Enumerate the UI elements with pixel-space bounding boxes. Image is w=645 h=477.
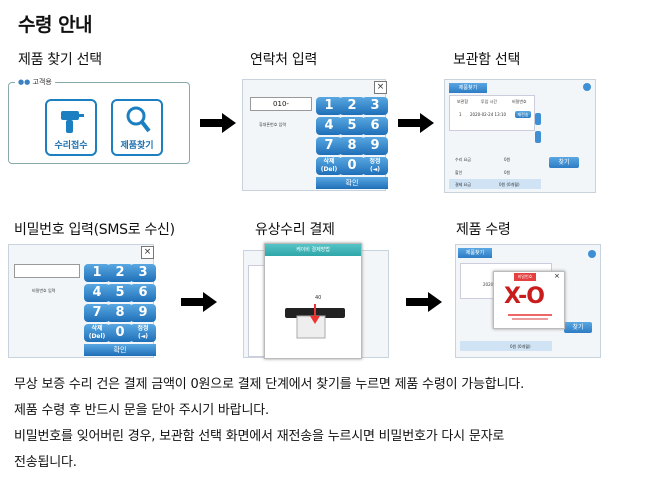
- info-line: 비밀번호를 잊어버린 경우, 보관함 선택 화면에서 재전송을 누르시면 비밀번…: [14, 429, 505, 444]
- search-icon: [126, 106, 151, 133]
- step-label-find-product: 제품 찾기 선택: [18, 52, 102, 68]
- payment-dialog-header: 케이비 결제방법: [265, 244, 361, 256]
- users-icon: ●●: [18, 78, 31, 86]
- door-status-text: X-O: [504, 284, 545, 309]
- key-2[interactable]: 2: [107, 264, 133, 282]
- column-header: 보관함: [457, 99, 469, 104]
- clear-key[interactable]: 정정 (◄): [130, 324, 156, 342]
- key-9[interactable]: 9: [362, 137, 388, 155]
- field-value: 0원: [504, 170, 511, 175]
- key-0[interactable]: 0: [339, 157, 365, 175]
- home-icon[interactable]: [588, 250, 596, 258]
- drill-icon: [61, 111, 84, 133]
- close-icon[interactable]: ×: [554, 272, 560, 280]
- key-9[interactable]: 9: [130, 304, 156, 322]
- payment-fields: 수리 요금 0원 할인 0원 결제 요금 0원 (0개월): [449, 154, 541, 190]
- warning-line: [508, 314, 552, 316]
- step-label-locker-select: 보관함 선택: [453, 52, 521, 68]
- payment-amount: 40: [315, 295, 322, 301]
- info-line: 전송됩니다.: [14, 455, 77, 470]
- find-product-button[interactable]: 제품찾기: [111, 99, 163, 156]
- key-5[interactable]: 5: [339, 117, 365, 135]
- confirm-button[interactable]: 확인: [84, 344, 156, 356]
- repair-request-button[interactable]: 수리접수: [45, 99, 97, 156]
- info-line: 무상 보증 수리 건은 결제 금액이 0원으로 결제 단계에서 찾기를 누르면 …: [14, 377, 525, 392]
- confirm-button[interactable]: 확인: [316, 177, 388, 189]
- home-icon[interactable]: [583, 83, 591, 91]
- customer-group-label: ●● 고객용: [15, 77, 55, 87]
- deposit-time: 2020-02-24 13:10: [470, 112, 507, 117]
- scroll-up-icon[interactable]: [535, 113, 541, 125]
- locker-number: 1: [459, 112, 462, 117]
- door-open-popup: 비밀번호 × X-O: [493, 271, 565, 329]
- tab-find-product[interactable]: 제품찾기: [458, 248, 492, 258]
- field-label: 수리 요금: [455, 157, 471, 162]
- tab-find-product[interactable]: 제품찾기: [449, 83, 487, 93]
- screen-contact-input: × 010- 휴대폰번호 입력 1 2 3 4 5 6 7 8 9 삭제 (De…: [242, 79, 388, 191]
- payment-total-row: 결제 요금 0원 (0개월): [449, 179, 541, 189]
- key-8[interactable]: 8: [339, 137, 365, 155]
- field-label: 결제 요금: [455, 182, 471, 187]
- field-value: 0원 (0개월): [499, 182, 520, 187]
- popup-title: 비밀번호: [514, 273, 536, 281]
- key-1[interactable]: 1: [84, 264, 110, 282]
- payment-dialog: 케이비 결제방법 40: [264, 243, 362, 359]
- find-button[interactable]: 찾기: [549, 157, 579, 168]
- step-label-receive-product: 제품 수령: [456, 222, 511, 238]
- key-0[interactable]: 0: [107, 324, 133, 342]
- column-header: 비밀번호: [512, 99, 527, 104]
- password-input[interactable]: [14, 264, 80, 278]
- step-label-contact-input: 연락처 입력: [250, 52, 318, 68]
- page-title: 수령 안내: [18, 14, 93, 36]
- scroll-down-icon[interactable]: [535, 131, 541, 143]
- find-button[interactable]: 찾기: [564, 322, 592, 333]
- locker-table: 보관함 투입 시간 비밀번호 1 2020-02-24 13:10 재전송: [449, 95, 535, 131]
- card-reader-icon: [285, 304, 345, 339]
- warning-line: [512, 318, 548, 320]
- arrow-right-icon: [200, 113, 236, 133]
- key-3[interactable]: 3: [362, 97, 388, 115]
- field-value: 0원: [504, 157, 511, 162]
- column-header: 투입 시간: [481, 99, 497, 104]
- key-6[interactable]: 6: [362, 117, 388, 135]
- key-7[interactable]: 7: [316, 137, 342, 155]
- phone-input[interactable]: 010-: [250, 97, 312, 111]
- key-5[interactable]: 5: [107, 284, 133, 302]
- screen-password-input: × 비밀번호 입력 1 2 3 4 5 6 7 8 9 삭제 (Del) 0 정…: [8, 244, 156, 358]
- info-line: 제품 수령 후 반드시 문을 닫아 주시기 바랍니다.: [14, 403, 269, 418]
- key-6[interactable]: 6: [130, 284, 156, 302]
- phone-prompt: 휴대폰번호 입력: [259, 122, 287, 127]
- clear-key[interactable]: 정정 (◄): [362, 157, 388, 175]
- password-prompt: 비밀번호 입력: [32, 288, 56, 293]
- arrow-right-icon: [398, 113, 434, 133]
- key-3[interactable]: 3: [130, 264, 156, 282]
- field-value: 0원 (0개월): [510, 344, 531, 349]
- key-4[interactable]: 4: [84, 284, 110, 302]
- delete-key[interactable]: 삭제 (Del): [84, 324, 110, 342]
- screen-find-product: ●● 고객용 수리접수 제품찾기: [8, 77, 190, 164]
- arrow-right-icon: [406, 292, 442, 312]
- close-button[interactable]: ×: [141, 246, 154, 259]
- arrow-right-icon: [181, 292, 217, 312]
- step-label-paid-repair-payment: 유상수리 결제: [255, 222, 335, 238]
- step-label-password-input: 비밀번호 입력(SMS로 수신): [14, 222, 175, 238]
- field-label: 할인: [455, 170, 463, 175]
- key-2[interactable]: 2: [339, 97, 365, 115]
- screen-locker-select: 제품찾기 보관함 투입 시간 비밀번호 1 2020-02-24 13:10 재…: [444, 79, 596, 193]
- key-8[interactable]: 8: [107, 304, 133, 322]
- payment-total-row: 0원 (0개월): [460, 341, 552, 351]
- key-7[interactable]: 7: [84, 304, 110, 322]
- delete-key[interactable]: 삭제 (Del): [316, 157, 342, 175]
- key-1[interactable]: 1: [316, 97, 342, 115]
- resend-button[interactable]: 재전송: [515, 111, 531, 118]
- key-4[interactable]: 4: [316, 117, 342, 135]
- close-button[interactable]: ×: [374, 81, 387, 94]
